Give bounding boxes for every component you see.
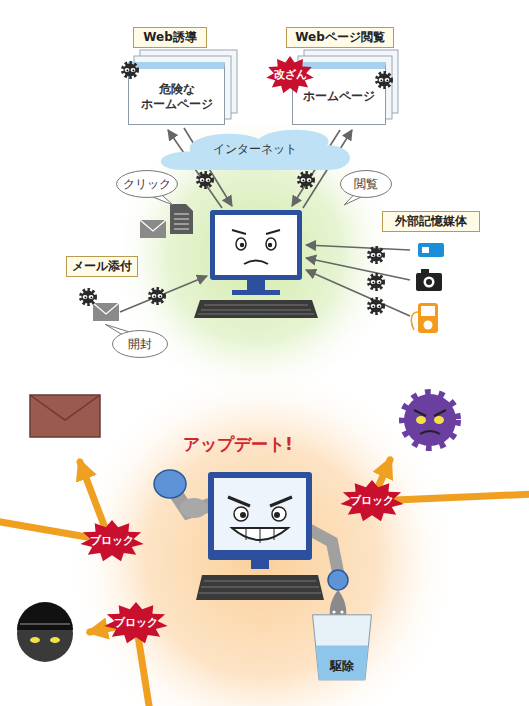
node-text: Web誘導 [143,30,197,44]
mail-attachment-icon [93,303,119,321]
node-text: インターネット [213,142,297,156]
node-text-wrap: Web誘導 [134,28,206,47]
cup: 駆除 [310,612,374,682]
label-box: 外部記憶媒体 [382,211,480,232]
node-text: ブロック [350,494,394,507]
node-text: ブロック [114,616,158,629]
virus-icon [151,290,164,303]
node-text-wrap: 危険な ホームページ [129,69,224,124]
cloud-shape [161,130,350,170]
green-glow [110,110,400,400]
node-text-wrap: 閲覧 [340,170,392,198]
block-burst: ブロック [80,520,144,562]
purple-virus [404,394,456,446]
node-text-wrap: 駆除 [310,612,374,682]
node-text-wrap: ブロック [80,520,144,562]
burst-shape [104,602,167,643]
node-text: 開封 [128,337,152,351]
node-text-wrap: 外部記憶媒体 [383,212,479,231]
orange-glow [67,365,457,706]
mail-icon [140,220,166,238]
camera-icon [416,269,442,291]
bubble-shape [113,331,168,358]
bubble-shape [341,171,392,198]
strong-computer [154,470,348,628]
document-icon [170,204,193,234]
burst-shape [80,520,143,561]
node-text: クリック [123,177,171,191]
virus-icon [370,249,383,262]
speech-bubble: 閲覧 [340,170,392,198]
node-text: 外部記憶媒体 [395,214,467,228]
virus-icon [124,64,137,77]
speech-bubble: クリック [116,170,178,198]
label-box: Webページ閲覧 [286,27,394,48]
node-text-wrap: クリック [116,170,178,198]
cup-water [316,646,368,680]
node-text-wrap: Webページ閲覧 [287,28,393,47]
update-heading: アップデート! [183,433,293,456]
node-text-wrap: ブロック [104,602,168,644]
thief-face [17,602,73,662]
speech-bubble: 開封 [112,330,168,358]
burst-shape [340,480,403,521]
label-box: Web誘導 [133,27,207,48]
node-text-wrap: ブロック [340,480,404,522]
gray-arrows [120,128,410,316]
spam-envelope [30,395,100,437]
virus-icon [300,174,313,187]
virus-icon [199,174,212,187]
bubble-shape [117,171,178,198]
node-text: Webページ閲覧 [295,30,385,44]
node-text-wrap: インターネット [160,124,350,174]
node-text-wrap: 開封 [112,330,168,358]
virus-icon [370,276,383,289]
label-box: メール添付 [66,256,138,277]
virus-icon [370,300,383,313]
node-text: 改ざん [274,68,307,81]
tamper-burst: 改ざん [266,56,314,94]
node-text: メール添付 [72,259,132,273]
node-text-wrap: 改ざん [266,56,314,94]
block-burst: ブロック [340,480,404,522]
node-text-wrap: メール添付 [67,257,137,276]
browser-window: 危険な ホームページ [128,62,225,125]
virus-icon [378,74,391,87]
worried-computer [194,210,318,318]
internet-cloud: インターネット [160,124,350,174]
node-text: ブロック [90,534,134,547]
node-text: 閲覧 [354,177,378,191]
cup-glass [313,615,372,680]
node-text: ホームページ [303,89,375,103]
music-player-icon [411,303,438,333]
virus-icon [82,291,95,304]
node-text: 駆除 [330,659,354,673]
usb-icon [418,243,444,257]
node-text: 危険な ホームページ [129,82,224,111]
block-burst: ブロック [104,602,168,644]
orange-arrows [0,460,529,706]
